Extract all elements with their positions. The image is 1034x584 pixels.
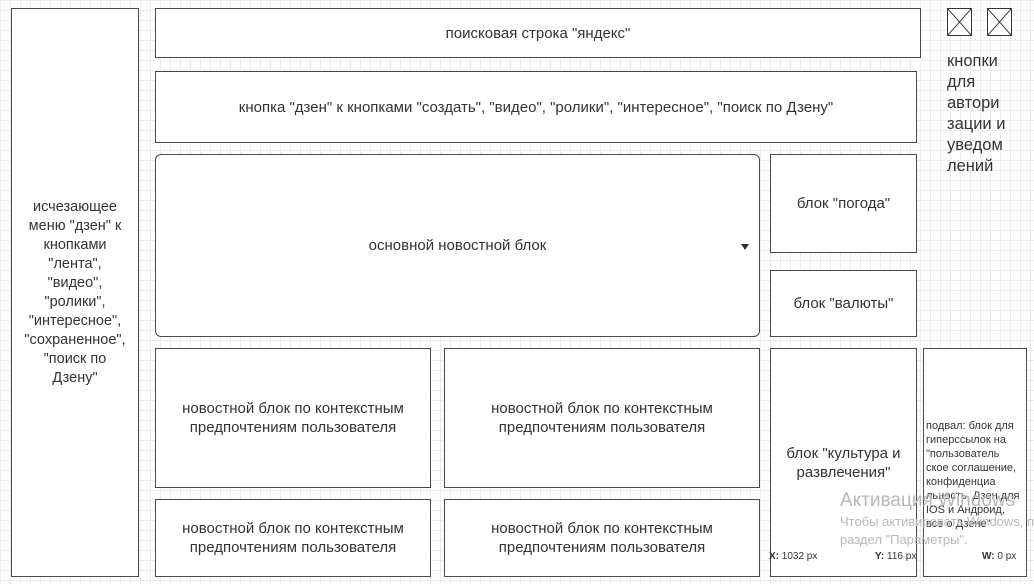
weather-block[interactable]: блок "погода" — [770, 154, 917, 253]
news-block[interactable]: новостной блок по контекстным предпочтен… — [155, 348, 431, 488]
search-bar-label: поисковая строка "яндекс" — [445, 24, 631, 42]
news-block-label: новостной блок по контекстным предпочтен… — [182, 520, 404, 556]
watermark-subtitle: раздел "Параметры". — [840, 532, 968, 547]
news-block[interactable]: новостной блок по контекстным предпочтен… — [444, 499, 760, 577]
search-bar-block[interactable]: поисковая строка "яндекс" — [155, 8, 921, 58]
auth-button-placeholder-icon[interactable] — [947, 8, 972, 36]
currency-label: блок "валюты" — [793, 295, 894, 312]
news-block-label: новостной блок по контекстным предпочтен… — [182, 400, 404, 436]
sidebar-menu-block[interactable]: исчезающее меню "дзен" к кнопками "лента… — [11, 8, 139, 577]
coord-w-readout: W: 0 px — [982, 551, 1017, 562]
culture-block[interactable]: блок "культура и развлечения" — [770, 348, 917, 577]
footer-block[interactable]: подвал: блок для гиперссылок на "пользов… — [923, 348, 1027, 577]
footer-label: подвал: блок для гиперссылок на "пользов… — [926, 419, 1020, 530]
dzen-button-block[interactable]: кнопка "дзен" к кнопками "создать", "вид… — [155, 71, 917, 143]
windows-activation-watermark: Активация Windows Чтобы активировать Win… — [840, 489, 1034, 549]
auth-buttons-label: кнопки для автори зации и уведом лений — [947, 52, 1006, 175]
watermark-title: Активация Windows — [840, 490, 1016, 511]
watermark-subtitle: Чтобы активировать Windows, перейдите в — [840, 514, 1034, 529]
main-news-block[interactable]: основной новостной блок — [155, 154, 760, 337]
dropdown-arrow-icon[interactable] — [741, 243, 749, 250]
news-block[interactable]: новостной блок по контекстным предпочтен… — [155, 499, 431, 577]
news-block-label: новостной блок по контекстным предпочтен… — [491, 520, 713, 556]
weather-label: блок "погода" — [796, 195, 891, 212]
coord-y-readout: Y: 116 px — [875, 551, 917, 562]
currency-block[interactable]: блок "валюты" — [770, 270, 917, 337]
news-block-label: новостной блок по контекстным предпочтен… — [491, 400, 713, 436]
coord-x-readout: X: 1032 px — [769, 551, 818, 562]
culture-label: блок "культура и развлечения" — [786, 444, 901, 481]
main-news-label: основной новостной блок — [368, 237, 547, 254]
notification-button-placeholder-icon[interactable] — [987, 8, 1012, 36]
sidebar-menu-label: исчезающее меню "дзен" к кнопками "лента… — [24, 198, 126, 386]
news-block[interactable]: новостной блок по контекстным предпочтен… — [444, 348, 760, 488]
dzen-button-label: кнопка "дзен" к кнопками "создать", "вид… — [238, 98, 834, 116]
